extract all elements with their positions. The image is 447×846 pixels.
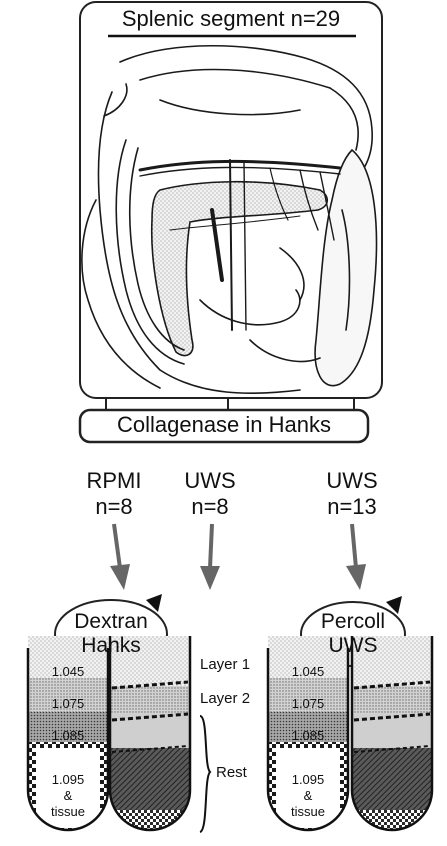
arm-uws-2-n: n=13 (312, 494, 392, 520)
down-arrow-icon (110, 524, 130, 590)
layer-1-label: Layer 1 (200, 656, 250, 673)
density-tissue: tissue (46, 804, 90, 819)
down-arrow-icon (200, 524, 220, 590)
density-ampersand: & (46, 788, 90, 803)
down-arrow-icon (346, 524, 366, 590)
density-1045: 1.045 (286, 664, 330, 679)
arm-rpmi-medium: RPMI (74, 468, 154, 494)
rest-brace (200, 716, 210, 832)
arm-rpmi-n: n=8 (74, 494, 154, 520)
arm-uws-2-medium: UWS (312, 468, 392, 494)
digestion-label: Collagenase in Hanks (86, 412, 362, 438)
density-ampersand: & (286, 788, 330, 803)
density-1075: 1.075 (46, 696, 90, 711)
density-tissue: tissue (286, 804, 330, 819)
gradient-percoll-line1: Percoll (305, 610, 401, 634)
density-1095: 1.095 (46, 772, 90, 787)
arm-uws-1-medium: UWS (170, 468, 250, 494)
rest-label: Rest (216, 764, 247, 781)
density-1085: 1.085 (286, 728, 330, 743)
gradient-percoll-line2: UWS (305, 634, 401, 658)
density-1085: 1.085 (46, 728, 90, 743)
layer-2-label: Layer 2 (200, 690, 250, 707)
density-1095: 1.095 (286, 772, 330, 787)
gradient-dextran-line1: Dextran (63, 610, 159, 634)
pancreas-illustration (82, 46, 377, 394)
page-title: Splenic segment n=29 (100, 6, 362, 32)
arm-uws-1-n: n=8 (170, 494, 250, 520)
gradient-dextran-line2: Hanks (63, 634, 159, 658)
density-1045: 1.045 (46, 664, 90, 679)
density-1075: 1.075 (286, 696, 330, 711)
